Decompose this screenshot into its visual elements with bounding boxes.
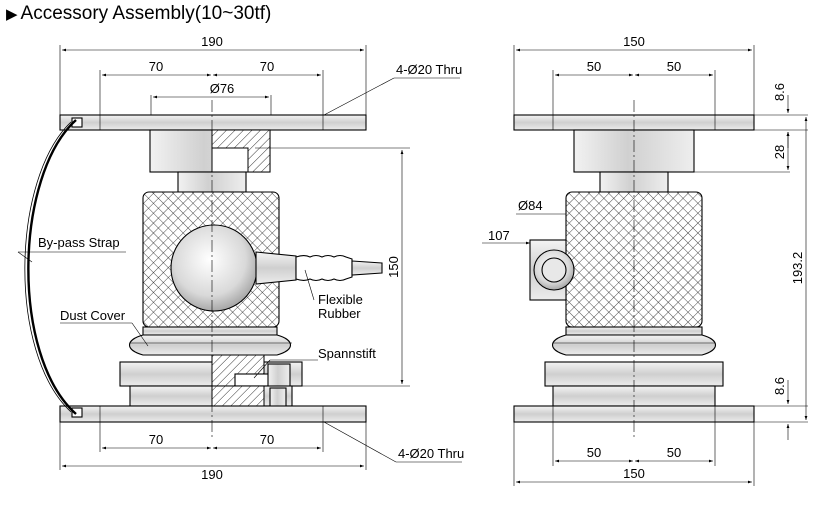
dim-side-hub-height: 28 — [772, 145, 787, 159]
dim-side-top-right: 50 — [667, 59, 681, 74]
side-top-dimensions: 150 50 50 — [513, 34, 755, 115]
strap-clamp-bottom — [71, 407, 83, 418]
label-spannstift: Spannstift — [318, 346, 376, 361]
dim-front-inner-diameter: Ø76 — [210, 81, 235, 96]
dim-front-bottom-left: 70 — [149, 432, 163, 447]
dim-front-height: 150 — [386, 256, 401, 278]
label-holes-top: 4-Ø20 Thru — [396, 62, 462, 77]
dim-side-bottom-right: 50 — [667, 445, 681, 460]
dim-side-total-height: 193.2 — [790, 252, 805, 285]
front-top-dimensions: 190 70 70 Ø76 — [59, 34, 367, 125]
dim-side-bottom-left: 50 — [587, 445, 601, 460]
title-text: Accessory Assembly(10~30tf) — [20, 3, 272, 24]
dim-front-top-overall: 190 — [201, 34, 223, 49]
side-view: 150 50 50 Ø84 1 — [482, 34, 808, 486]
dim-side-plate-top: 8.6 — [772, 83, 787, 101]
dim-side-offset: 107 — [488, 228, 510, 243]
dim-side-top-left: 50 — [587, 59, 601, 74]
dim-front-bottom-overall: 190 — [201, 467, 223, 482]
bolt — [269, 387, 287, 409]
dim-front-bottom-right: 70 — [260, 432, 274, 447]
dim-front-top-right: 70 — [260, 59, 274, 74]
diagram-title: ▶Accessory Assembly(10~30tf) — [6, 3, 271, 25]
label-bypass-strap: By-pass Strap — [38, 235, 120, 250]
dim-side-bottom-overall: 150 — [623, 466, 645, 481]
side-bottom-dimensions: 50 50 150 — [513, 422, 755, 486]
front-bottom-dimensions: 70 70 190 — [59, 422, 367, 482]
cable-gland — [255, 251, 297, 285]
front-top-plate — [59, 114, 367, 131]
label-dust-cover: Dust Cover — [60, 308, 126, 323]
flexible-rubber — [295, 254, 353, 282]
triangle-bullet-icon: ▶ — [6, 6, 18, 23]
label-holes-bottom: 4-Ø20 Thru — [398, 446, 464, 461]
dim-side-body-diameter: Ø84 — [518, 198, 543, 213]
front-connector-ball — [170, 224, 258, 312]
front-bottom-plate — [59, 405, 367, 423]
dim-side-plate-bottom: 8.6 — [772, 377, 787, 395]
cable — [351, 260, 383, 276]
dim-side-top-overall: 150 — [623, 34, 645, 49]
dim-front-top-left: 70 — [149, 59, 163, 74]
front-dust-cover — [128, 334, 292, 356]
bypass-strap — [27, 119, 77, 415]
label-flexible: Flexible — [318, 292, 363, 307]
front-view: 190 70 70 Ø76 — [17, 34, 464, 482]
label-rubber: Rubber — [318, 306, 361, 321]
